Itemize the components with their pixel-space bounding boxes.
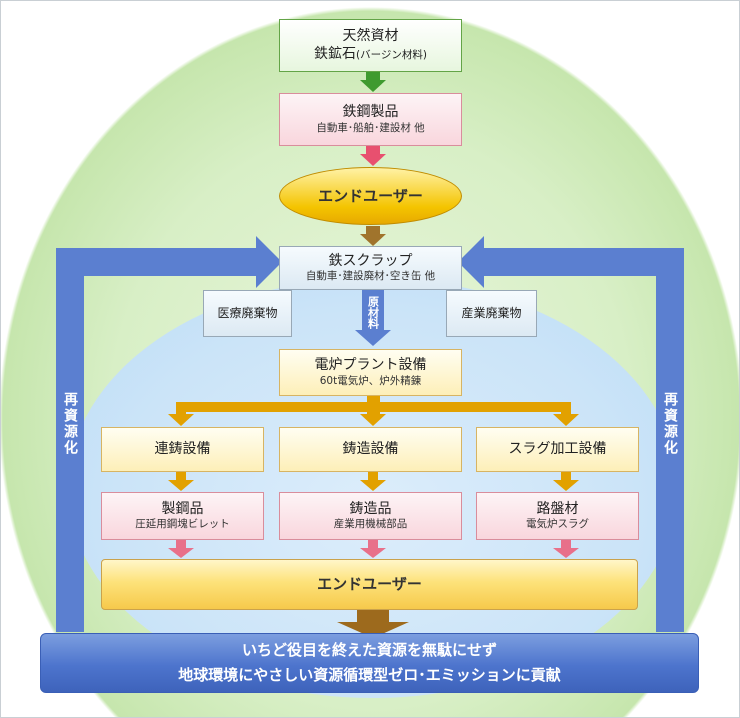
recycle-right-label: 再資源化 [662, 392, 678, 456]
product-sub: 圧延用鋼塊ビレット [135, 518, 230, 531]
medical-waste-label: 医療廃棄物 [217, 306, 278, 320]
recycle-left-label: 再資源化 [62, 392, 78, 456]
raw-material-label-wrap: 原材料 [365, 296, 381, 336]
steel-products-title: 鉄鋼製品 [342, 104, 399, 121]
natural-resources-box: 天然資材 鉄鉱石(バージン材料) [279, 19, 462, 72]
iron-ore-line: 鉄鉱石(バージン材料) [314, 46, 427, 64]
iron-scrap-sub: 自動車･建設廃材･空き缶 他 [305, 270, 436, 283]
steel-products-box: 鉄鋼製品 自動車･船舶･建設材 他 [279, 93, 462, 146]
footer-line-2: 地球環境にやさしい資源循環型ゼロ･エミッションに貢献 [178, 666, 561, 684]
electric-furnace-sub: 60t電気炉、炉外精錬 [319, 374, 422, 387]
facility-box-continuous-casting: 連鋳設備 [101, 427, 264, 472]
product-to-enduser-arrows [168, 540, 579, 558]
iron-scrap-box: 鉄スクラップ 自動車･建設廃材･空き缶 他 [279, 246, 462, 290]
green-arrow [360, 72, 386, 92]
product-sub: 電気炉スラグ [526, 518, 589, 531]
distribution-arrows [168, 396, 579, 426]
raw-material-label: 原材料 [366, 296, 380, 329]
iron-ore-label: 鉄鉱石 [314, 45, 356, 62]
footer-message-box: いちど役目を終えた資源を無駄にせず 地球環境にやさしい資源循環型ゼロ･エミッショ… [40, 633, 699, 693]
right-recycle-arrow [458, 236, 684, 632]
product-sub: 産業用機械部品 [333, 518, 408, 531]
raw-material-arrow [355, 288, 391, 346]
product-box-roadbed: 路盤材 電気炉スラグ [476, 492, 639, 540]
end-user-top-label: エンドユーザー [318, 186, 423, 205]
product-title: 鋳造品 [349, 500, 392, 517]
medical-waste-box: 医療廃棄物 [203, 290, 292, 337]
recycle-left-label-wrap: 再資源化 [60, 392, 80, 472]
electric-furnace-title: 電炉プラント設備 [314, 357, 427, 374]
industrial-waste-box: 産業廃棄物 [446, 290, 537, 337]
facility-label: 連鋳設備 [154, 440, 211, 457]
end-user-bottom: エンドユーザー [101, 559, 638, 610]
electric-furnace-box: 電炉プラント設備 60t電気炉、炉外精錬 [279, 349, 462, 396]
facility-to-product-arrows [168, 472, 579, 491]
product-title: 製鋼品 [161, 500, 204, 517]
steel-products-sub: 自動車･船舶･建設材 他 [316, 121, 425, 134]
recycle-right-label-wrap: 再資源化 [660, 392, 680, 472]
natural-resources-title: 天然資材 [342, 28, 399, 44]
product-box-casting: 鋳造品 産業用機械部品 [279, 492, 462, 540]
facility-box-slag-processing: スラグ加工設備 [476, 427, 639, 472]
industrial-waste-label: 産業廃棄物 [461, 306, 522, 320]
facility-label: スラグ加工設備 [508, 440, 607, 457]
iron-scrap-title: 鉄スクラップ [328, 252, 413, 269]
big-brown-arrow [337, 610, 409, 638]
facility-box-casting: 鋳造設備 [279, 427, 462, 472]
product-title: 路盤材 [536, 500, 579, 517]
end-user-top: エンドユーザー [279, 167, 462, 225]
end-user-bottom-label: エンドユーザー [317, 575, 422, 594]
pink-arrow-top [360, 146, 386, 166]
product-box-steel: 製鋼品 圧延用鋼塊ビレット [101, 492, 264, 540]
facility-label: 鋳造設備 [342, 440, 399, 457]
left-recycle-arrow [56, 236, 282, 632]
brown-arrow-top [360, 226, 386, 246]
footer-line-1: いちど役目を終えた資源を無駄にせず [241, 641, 497, 660]
virgin-material-note: (バージン材料) [356, 48, 427, 61]
